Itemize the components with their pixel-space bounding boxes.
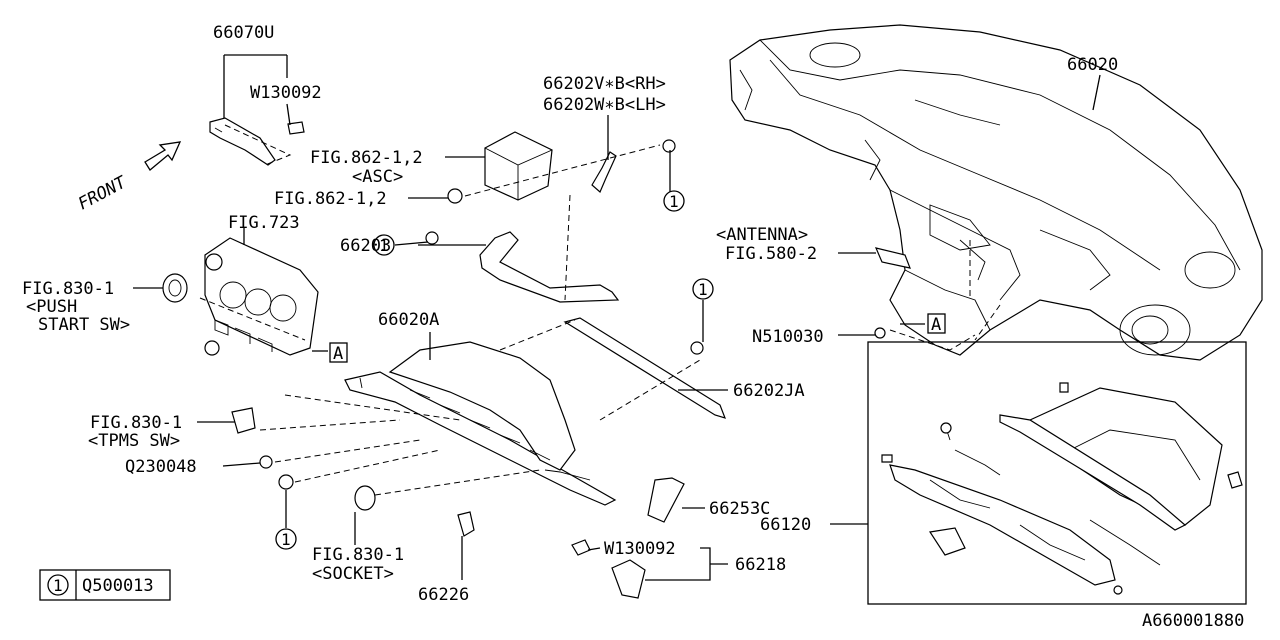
ref-box-a-right (927, 313, 946, 334)
ref-a-right: A (931, 315, 941, 335)
duct-66253C (647, 477, 685, 523)
label-66020: 66020 (1067, 55, 1118, 75)
label-fig830-push-b: <PUSH (26, 297, 77, 317)
bracket-66070U (209, 117, 305, 166)
label-q230048: Q230048 (125, 457, 197, 477)
part-66218 (571, 539, 646, 599)
legend-box: 1 Q500013 (39, 569, 171, 601)
label-fig830-socket-a: FIG.830-1 (312, 545, 404, 565)
label-fig723: FIG.723 (228, 213, 300, 233)
label-66203: 66203 (340, 236, 391, 256)
label-66070U: 66070U (213, 23, 274, 43)
ref-box-a-left (329, 342, 348, 363)
label-fig830-socket-b: <SOCKET> (312, 564, 394, 584)
front-label: FRONT (75, 172, 131, 215)
socket-part (354, 485, 376, 511)
instrument-panel-66020 (729, 24, 1263, 361)
label-fig830-push-a: FIG.830-1 (22, 279, 114, 299)
label-fig862-bolt: FIG.862-1,2 (274, 189, 387, 209)
tpms-switch (231, 407, 256, 434)
label-w130092-top: W130092 (250, 83, 322, 103)
brace-66202JA (563, 317, 726, 419)
leader-lines (133, 54, 1101, 581)
ref-a-left: A (333, 344, 343, 364)
label-n510030: N510030 (752, 327, 824, 347)
figure-id: A660001880 (1142, 611, 1244, 631)
part-66226 (457, 511, 475, 537)
glovebox-frame-66020A (344, 341, 617, 506)
label-66120: 66120 (760, 515, 811, 535)
label-66226: 66226 (418, 585, 469, 605)
screws-q230048 (204, 231, 439, 490)
label-66020A: 66020A (378, 310, 439, 330)
label-66218: 66218 (735, 555, 786, 575)
bracket-66203 (479, 231, 620, 303)
label-antenna-a: <ANTENNA> (716, 225, 808, 245)
label-66202JA: 66202JA (733, 381, 805, 401)
legend-symbol: 1 (53, 576, 63, 595)
circle-marker-group: 1 1 1 1 (275, 190, 714, 550)
antenna-part (874, 247, 911, 269)
label-66202v: 66202V∗B<RH> (543, 74, 666, 94)
circle-marker: 1 (379, 236, 389, 255)
circle-marker: 1 (698, 280, 708, 299)
front-arrow-icon (144, 141, 182, 171)
label-w130092-bottom: W130092 (604, 539, 676, 559)
push-start-switch (162, 273, 188, 303)
label-fig862-asc-b: <ASC> (352, 167, 403, 187)
label-antenna-b: FIG.580-2 (725, 244, 817, 264)
label-fig830-push-c: START SW> (38, 315, 130, 335)
circle-marker: 1 (281, 530, 291, 549)
label-fig830-tpms-b: <TPMS SW> (88, 431, 180, 451)
label-fig830-tpms-a: FIG.830-1 (90, 413, 182, 433)
glovebox-detail-box (867, 341, 1247, 605)
asc-module (447, 131, 553, 204)
glovebox-66120 (881, 382, 1243, 595)
control-panel-fig723 (204, 237, 319, 356)
legend-part: Q500013 (82, 576, 154, 596)
clip-n510030 (874, 327, 886, 339)
assembly-lines (199, 124, 1001, 496)
label-66253C: 66253C (709, 499, 770, 519)
label-66202w: 66202W∗B<LH> (543, 95, 666, 115)
label-fig862-asc-a: FIG.862-1,2 (310, 148, 423, 168)
bracket-66202 (591, 139, 676, 193)
circle-marker: 1 (669, 192, 679, 211)
